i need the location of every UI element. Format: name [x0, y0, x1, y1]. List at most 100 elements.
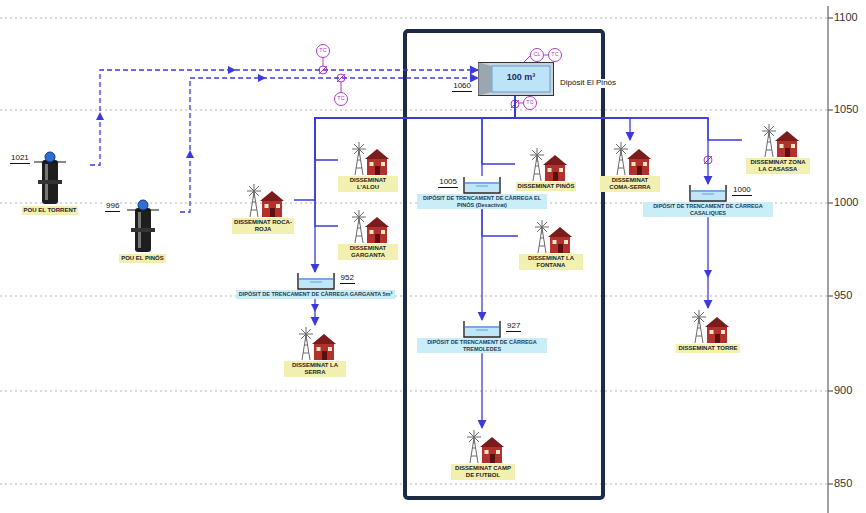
line-shape	[697, 328, 701, 329]
rect-shape	[367, 159, 387, 175]
circle-shape	[138, 200, 148, 210]
svg-shape	[296, 272, 336, 290]
line-shape	[695, 318, 699, 343]
rect-shape	[465, 182, 499, 192]
line-shape	[764, 131, 769, 136]
rect-shape	[375, 166, 380, 175]
line-shape	[0, 18, 828, 19]
line-shape	[249, 191, 254, 196]
dwelling-node: DISSEMINAT CAMP DE FUTBOL	[448, 428, 518, 480]
line-shape	[252, 202, 256, 203]
line-shape	[766, 150, 772, 151]
elevation-axis	[828, 6, 833, 513]
line-shape	[539, 246, 545, 247]
dwelling-node: DISSEMINAT GARGANTA	[338, 208, 398, 260]
well-node: 996POU EL PINÓS	[105, 198, 180, 263]
instrument-circle: TC	[334, 92, 348, 106]
g-shape	[352, 142, 366, 175]
rect-shape	[632, 162, 636, 166]
line-shape	[306, 334, 311, 339]
tank-label: DIPÒSIT DE TRENCAMENT DE CÀRREGA GARGANT…	[236, 290, 396, 299]
polygon-shape	[705, 317, 729, 327]
well-label: POU EL PINÓS	[119, 254, 166, 263]
distribution-pipe	[707, 217, 708, 308]
line-shape	[691, 191, 725, 192]
rect-shape	[721, 330, 725, 334]
line-shape	[251, 210, 257, 211]
rect-shape	[496, 450, 500, 454]
rect-shape	[564, 240, 568, 244]
g-shape	[535, 220, 549, 253]
well-icon	[123, 198, 163, 254]
tank-label: DIPÒSIT DE TRENCAMENT DE CÀRREGA CASALIQ…	[643, 202, 773, 217]
rect-shape	[370, 162, 374, 166]
flow-arrows	[96, 66, 712, 312]
line-shape	[696, 336, 702, 337]
line-shape	[828, 296, 833, 297]
svg-shape	[686, 308, 730, 344]
line-shape	[538, 228, 542, 253]
line-shape	[542, 227, 547, 232]
line-shape	[616, 149, 621, 154]
rect-shape	[276, 204, 280, 208]
dwelling-label: DISSEMINAT CAMP DE FUTBOL	[451, 464, 515, 480]
line-shape	[474, 438, 478, 463]
svg-shape	[30, 150, 70, 206]
rect-shape	[381, 162, 385, 166]
dwelling-icon	[686, 308, 730, 344]
distribution-pipe	[482, 96, 515, 176]
instrument-circle: TC	[548, 48, 562, 62]
line-shape	[621, 149, 626, 154]
rect-shape	[550, 237, 570, 253]
elevation-tick-label: 950	[834, 290, 852, 301]
circle-shape	[45, 152, 55, 162]
break-pressure-tank: 927DIPÒSIT DE TRENCAMENT DE CÀRREGA TREM…	[417, 320, 547, 353]
line-shape	[532, 155, 537, 160]
tank-name: Dipòsit El Pinós	[558, 79, 618, 88]
dwelling-node: DISSEMINAT TORRE	[675, 308, 741, 353]
line-shape	[537, 150, 542, 155]
well-label: POU EL TORRENT	[22, 206, 79, 215]
g-shape	[692, 310, 706, 343]
line-shape	[299, 279, 333, 280]
rect-shape	[375, 234, 380, 243]
instrument-circle: CL	[530, 48, 544, 62]
elevation-tick-label: 1000	[834, 197, 858, 208]
elevation-number: 952	[340, 274, 355, 284]
line-shape	[537, 156, 541, 181]
instrument-code: CL	[533, 52, 540, 58]
line-shape	[532, 150, 537, 155]
line-shape	[542, 222, 547, 227]
line-shape	[254, 191, 259, 196]
tank-label: DIPÒSIT DE TRENCAMENT DE CÀRREGA EL PINÓ…	[417, 194, 547, 209]
g-shape	[247, 184, 261, 217]
highlight-frame	[405, 31, 603, 498]
instrument-code: TC	[337, 96, 344, 102]
polygon-shape	[548, 227, 572, 237]
rect-shape	[492, 66, 550, 92]
rect-shape	[367, 227, 387, 243]
line-shape	[769, 132, 773, 157]
polygon-shape	[260, 191, 284, 201]
line-shape	[524, 56, 530, 62]
dwelling-icon	[346, 208, 390, 244]
dwelling-node: DISSEMINAT LA FONTANA	[518, 218, 584, 270]
dwelling-label: DISSEMINAT ROCA-ROJA	[232, 218, 294, 234]
polygon-shape	[480, 437, 504, 447]
line-shape	[354, 144, 359, 149]
line-shape	[828, 110, 833, 111]
line-shape	[542, 228, 546, 253]
dwelling-node: DISSEMINAT LA SERRA	[284, 325, 346, 377]
line-shape	[764, 126, 769, 131]
dwelling-icon	[524, 146, 568, 182]
rect-shape	[317, 347, 321, 351]
line-shape	[765, 132, 769, 157]
line-shape	[828, 391, 833, 392]
rect-shape	[780, 144, 784, 148]
rect-shape	[553, 240, 557, 244]
rect-shape	[262, 201, 282, 217]
line-shape	[616, 144, 621, 149]
elevation-number: 996	[105, 202, 120, 212]
svg-shape	[529, 218, 573, 254]
instrument-code: TC	[551, 52, 558, 58]
